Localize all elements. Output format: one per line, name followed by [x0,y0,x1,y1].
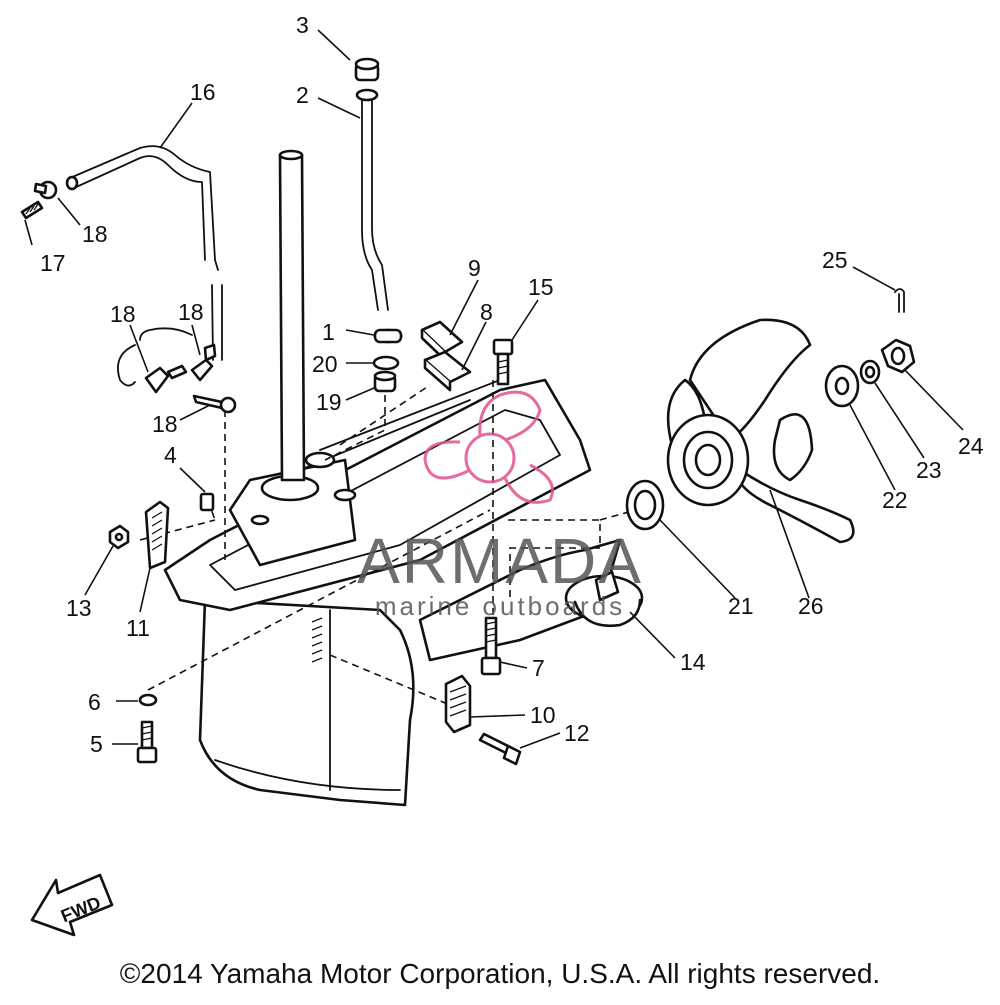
callout-26: 26 [798,593,824,619]
callout-22: 22 [882,487,908,513]
bolt-5 [136,720,158,764]
callout-18-mid: 18 [178,299,204,325]
watermark: ARMADA marine outboards [357,390,643,621]
callout-18-top: 18 [82,221,108,247]
hose-fitting [20,180,58,220]
callout-17: 17 [40,250,66,276]
prop-nut-24 [880,338,916,374]
bolt-15 [492,338,514,386]
callout-18-low: 18 [152,411,178,437]
callout-5: 5 [90,731,103,757]
callout-7: 7 [532,655,545,681]
bolt-12 [478,732,522,766]
callout-21: 21 [728,593,754,619]
callout-6: 6 [88,689,101,715]
callout-20: 20 [312,351,338,377]
callout-24: 24 [958,433,984,459]
callout-23: 23 [916,457,942,483]
copyright-notice: ©2014 Yamaha Motor Corporation, U.S.A. A… [119,958,881,989]
trim-tab [564,570,644,628]
callout-leaders [24,29,964,749]
seal-stack [372,328,403,393]
watermark-tagline: marine outboards [375,591,625,621]
washer-6 [138,693,158,707]
bolt-7 [480,616,502,676]
callout-14: 14 [680,649,706,675]
dowel-pin [199,492,215,512]
callout-25: 25 [822,247,848,273]
callout-4: 4 [164,442,177,468]
callout-2: 2 [296,82,309,108]
callout-12: 12 [564,720,590,746]
callout-13: 13 [66,595,92,621]
anode-11 [144,500,170,570]
callout-15: 15 [528,274,554,300]
callout-numbers: 1 2 3 4 5 6 7 8 9 10 11 12 13 14 15 16 1… [40,12,984,757]
hose-clips [144,343,237,414]
callout-11: 11 [126,615,150,641]
logo-center [464,432,516,484]
water-tube [355,88,389,311]
fwd-arrow: FWD [30,873,114,937]
logo-blade-2 [423,440,471,480]
washer-23 [859,359,881,385]
propeller [666,318,855,544]
callout-10: 10 [530,702,556,728]
plate-9 [420,320,464,362]
callout-18-left: 18 [110,301,136,327]
watermark-logo [423,390,554,504]
plate-8 [423,350,472,392]
logo-blade-3 [503,463,554,504]
watermark-brand: ARMADA [357,525,643,597]
callout-3: 3 [296,12,309,38]
lower-casing [163,149,622,807]
thrust-washer [625,479,665,531]
callout-19: 19 [316,389,342,415]
grommet [354,57,380,82]
logo-blade-1 [478,390,542,442]
callout-1: 1 [322,319,335,345]
cotter-pin-25 [894,288,905,313]
nut-13 [108,524,130,550]
callout-16: 16 [190,79,216,105]
spacer-22 [824,364,860,408]
anode-10 [444,674,472,734]
callout-8: 8 [480,299,493,325]
callout-9: 9 [468,255,481,281]
leg-vent-slots [311,617,323,663]
